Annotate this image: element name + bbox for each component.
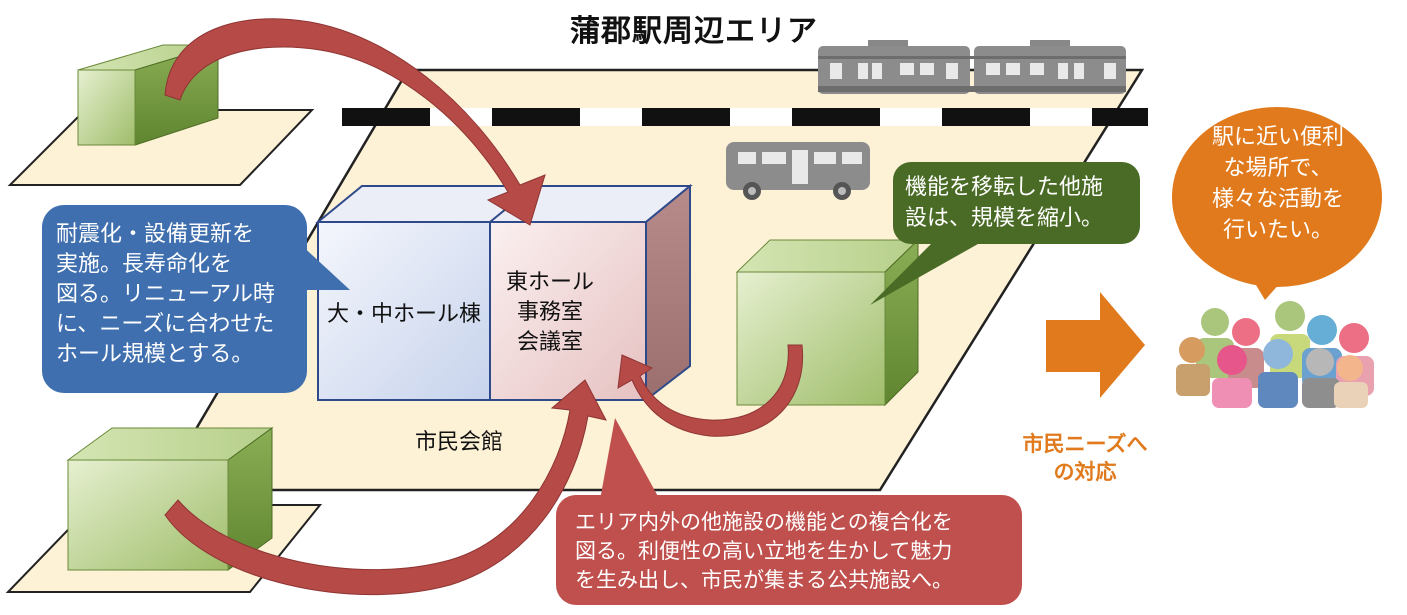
curved-arrow-top [164, 18, 546, 226]
people-group-icon [1176, 301, 1374, 408]
callout-green-text: 機能を移転した他施 設は、規模を縮小。 [905, 175, 1104, 231]
hall-building-label: 大・中ホール棟 [326, 302, 481, 327]
facility-top-left [7, 44, 315, 186]
train-icon [818, 40, 1126, 94]
callout-green-bubble [870, 162, 1140, 305]
callout-red-text: エリア内外の他施設の機能との複合化を 図る。利便性の高い立地を生かして魅力 を生… [575, 510, 953, 592]
railway-track [320, 108, 1148, 126]
curved-arrow-bottom [164, 379, 607, 596]
citizen-needs-label: 市民ニーズへ の対応 [1022, 432, 1148, 484]
callout-blue-bubble [42, 205, 350, 393]
callout-blue-text: 耐震化・設備更新を 実施。長寿命化を 図る。リニューアル時 に、ニーズに合わせた… [56, 222, 275, 367]
page-title: 蒲郡駅周辺エリア [570, 14, 818, 49]
civic-center-label: 市民会館 [415, 430, 504, 455]
callout-orange-bubble [1172, 107, 1382, 300]
right-arrow-icon [1046, 292, 1145, 398]
east-hall-label: 東ホール 事務室 会議室 [505, 270, 594, 355]
callout-red-bubble [556, 418, 1022, 605]
bus-icon [726, 142, 870, 200]
facility-right [735, 238, 920, 407]
curved-arrow-right [617, 344, 804, 437]
callout-orange-text: 駅に近い便利 な場所で、 様々な活動を 行いたい。 [1211, 125, 1344, 243]
